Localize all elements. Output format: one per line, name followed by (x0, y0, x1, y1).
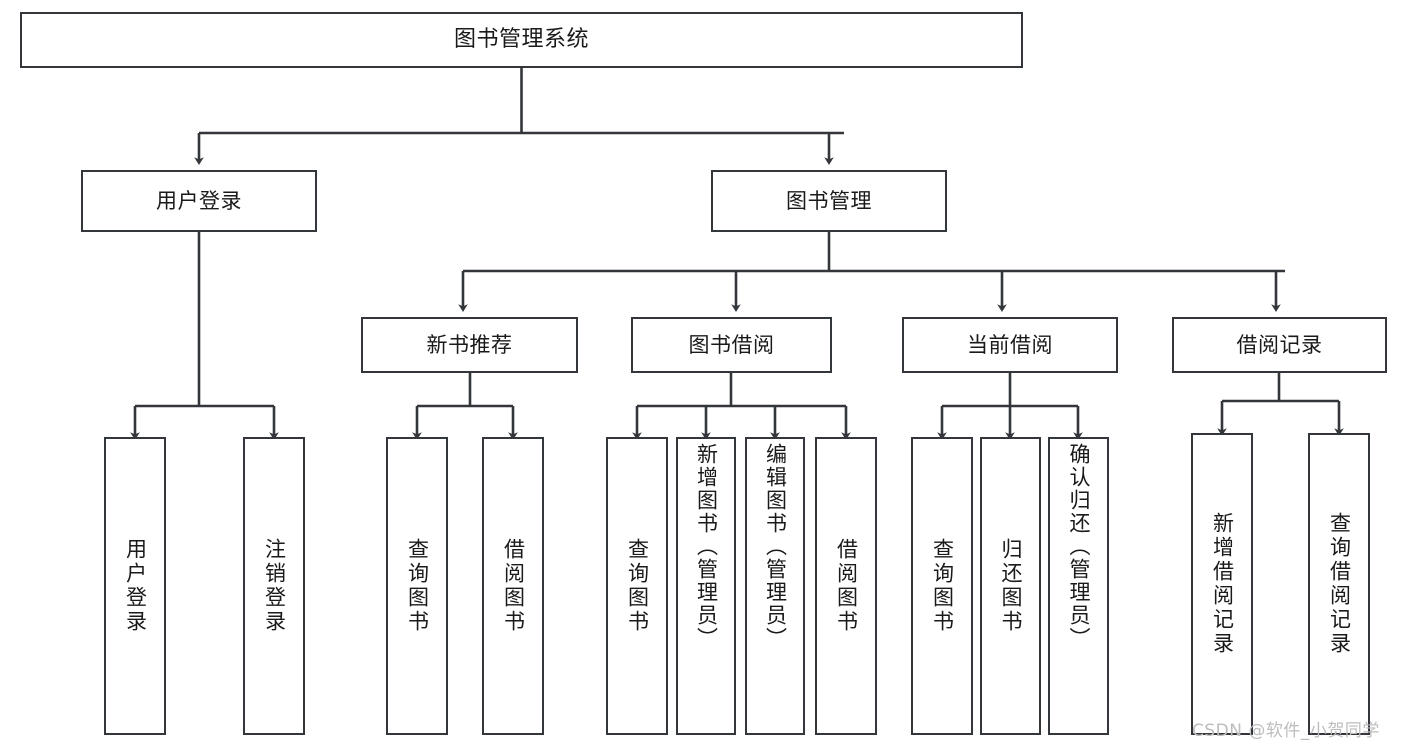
node-book-manage[interactable]: 图书管理 (711, 170, 947, 232)
node-root[interactable]: 图书管理系统 (20, 12, 1023, 68)
leaf-borrow-record-query[interactable]: 查询借阅记录 (1308, 433, 1370, 735)
node-current-borrow-label: 当前借阅 (967, 332, 1053, 357)
leaf-new-book-query[interactable]: 查询图书 (386, 437, 448, 735)
leaf-book-borrow-add-label: 新增图书（管理员） (694, 443, 719, 650)
leaf-new-book-query-label: 查询图书 (405, 538, 430, 634)
node-book-borrow-label: 图书借阅 (688, 332, 775, 357)
node-new-book-recommend[interactable]: 新书推荐 (361, 317, 578, 373)
leaf-borrow-record-add-label: 新增借阅记录 (1210, 512, 1235, 656)
node-book-borrow[interactable]: 图书借阅 (631, 317, 832, 373)
leaf-current-borrow-query-label: 查询图书 (930, 538, 955, 634)
node-borrow-record-label: 借阅记录 (1236, 332, 1323, 357)
leaf-current-borrow-confirm-label: 确认归还（管理员） (1067, 443, 1091, 650)
node-borrow-record[interactable]: 借阅记录 (1172, 317, 1387, 373)
leaf-user-login-logout-label: 注销登录 (262, 538, 287, 634)
node-current-borrow[interactable]: 当前借阅 (902, 317, 1118, 373)
node-new-book-recommend-label: 新书推荐 (426, 332, 513, 357)
leaf-user-login-login-label: 用户登录 (123, 538, 148, 634)
leaf-book-borrow-edit-label: 编辑图书（管理员） (763, 443, 788, 650)
node-book-manage-label: 图书管理 (786, 188, 872, 213)
node-root-label: 图书管理系统 (453, 27, 589, 53)
leaf-book-borrow-query[interactable]: 查询图书 (606, 437, 668, 735)
node-user-login-label: 用户登录 (156, 188, 242, 213)
leaf-current-borrow-query[interactable]: 查询图书 (911, 437, 973, 735)
leaf-user-login-login[interactable]: 用户登录 (104, 437, 166, 735)
leaf-current-borrow-confirm[interactable]: 确认归还（管理员） (1048, 437, 1109, 735)
leaf-new-book-borrow[interactable]: 借阅图书 (482, 437, 544, 735)
leaf-book-borrow-borrow-label: 借阅图书 (834, 538, 859, 634)
leaf-book-borrow-borrow[interactable]: 借阅图书 (815, 437, 877, 735)
leaf-book-borrow-query-label: 查询图书 (625, 538, 650, 634)
leaf-borrow-record-add[interactable]: 新增借阅记录 (1191, 433, 1253, 735)
leaf-new-book-borrow-label: 借阅图书 (501, 538, 526, 634)
leaf-borrow-record-query-label: 查询借阅记录 (1327, 512, 1352, 656)
node-user-login[interactable]: 用户登录 (81, 170, 317, 232)
leaf-book-borrow-edit[interactable]: 编辑图书（管理员） (745, 437, 805, 735)
leaf-user-login-logout[interactable]: 注销登录 (243, 437, 305, 735)
leaf-book-borrow-add[interactable]: 新增图书（管理员） (676, 437, 736, 735)
leaf-current-borrow-return[interactable]: 归还图书 (980, 437, 1041, 735)
leaf-current-borrow-return-label: 归还图书 (999, 538, 1023, 634)
